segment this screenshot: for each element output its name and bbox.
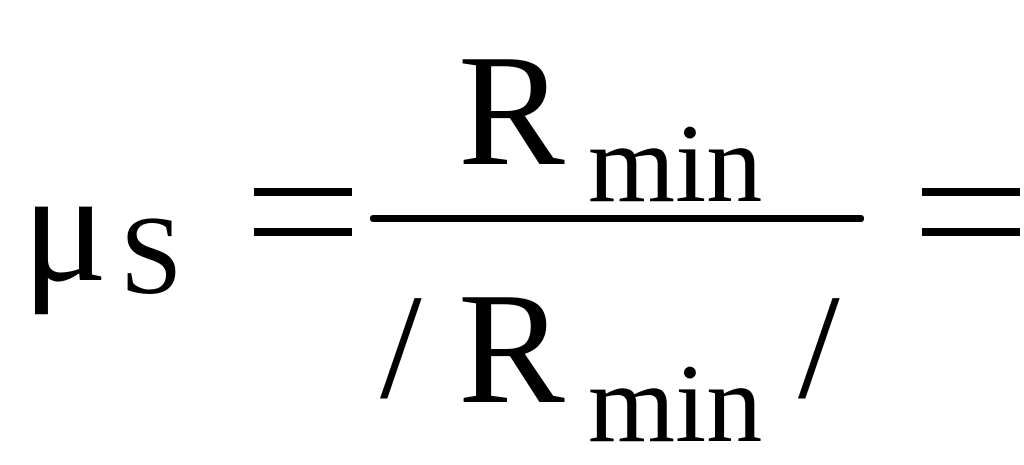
equals-sign-left	[254, 188, 352, 240]
mu-subscript-s: S	[120, 194, 183, 318]
numerator-r: R	[458, 21, 565, 199]
denominator-r: R	[458, 259, 565, 437]
equals-bar-top	[254, 188, 352, 196]
numerator-subscript-min: min	[588, 102, 763, 226]
equals-sign-right	[922, 188, 1020, 240]
equals-bar-top	[922, 188, 1020, 196]
denominator-subscript-min: min	[588, 342, 763, 465]
fraction-line	[370, 215, 864, 222]
equals-bar-bottom	[254, 228, 352, 236]
denominator-left-slash: /	[380, 264, 422, 430]
equals-bar-bottom	[922, 228, 1020, 236]
mu-symbol: μ	[22, 137, 108, 315]
denominator-right-slash: /	[798, 264, 840, 430]
